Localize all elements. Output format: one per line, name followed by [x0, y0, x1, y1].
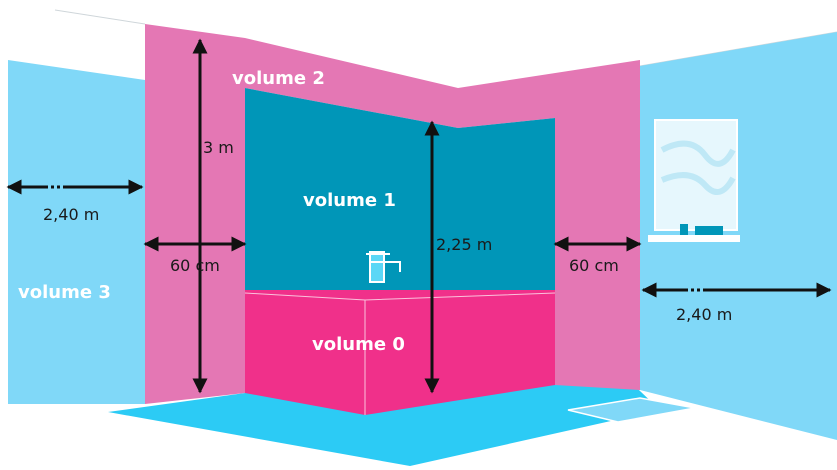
bathtub-outline: [244, 292, 556, 415]
volume-2-right-zone: [458, 60, 640, 390]
volume-1-back-zone: [245, 88, 458, 290]
window: [648, 119, 740, 242]
volume-1-height-label: 2,25 m: [436, 235, 492, 254]
volume-3-right-width-label: 2,40 m: [676, 305, 732, 324]
volume-3-left-zone: [8, 60, 145, 404]
bath-mat: [567, 397, 696, 423]
volume-3-label: volume 3: [18, 282, 111, 303]
volume-1-label: volume 1: [303, 190, 396, 211]
volume-2-top-zone: [245, 38, 458, 128]
volume-0-label: volume 0: [312, 334, 405, 355]
volume-2-left-width-label: 60 cm: [170, 256, 220, 275]
volume-2-label: volume 2: [232, 68, 325, 89]
floor: [108, 372, 660, 466]
volume-2-right-width-label: 60 cm: [569, 256, 619, 275]
faucet-icon: [366, 251, 401, 283]
total-height-label: 3 m: [203, 138, 234, 157]
volume-1-side-zone: [458, 118, 555, 290]
volume-0-zone: [245, 290, 555, 415]
volume-3-left-width-label: 2,40 m: [43, 205, 99, 224]
volume-2-left-zone: [145, 24, 245, 404]
measurement-arrows: [6, 38, 832, 394]
